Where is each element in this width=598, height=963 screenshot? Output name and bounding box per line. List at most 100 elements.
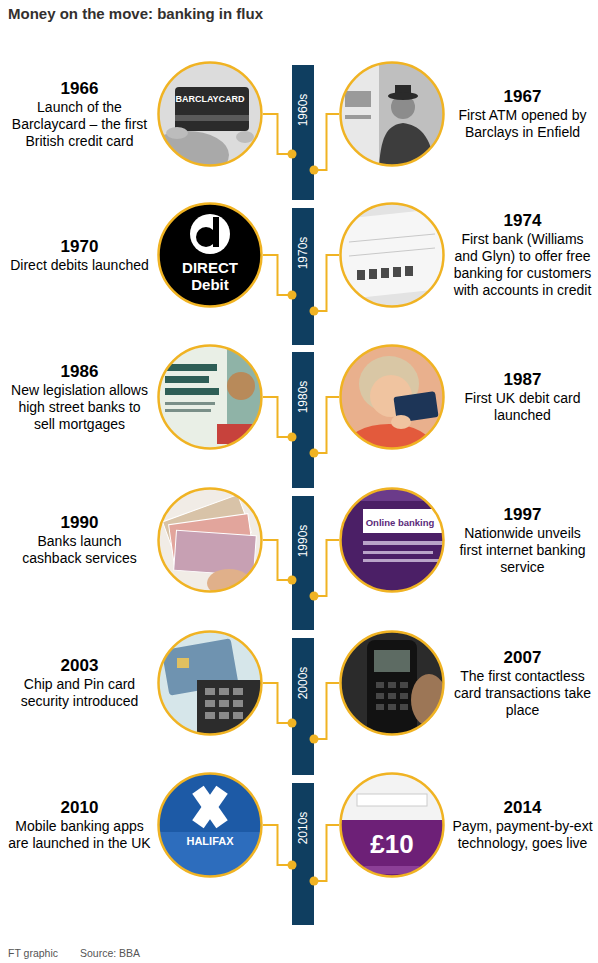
event-text: 1966Launch of the Barclaycard – the firs… [8, 79, 151, 150]
event-year: 1986 [8, 362, 151, 382]
event-description: New legislation allows high street banks… [8, 382, 151, 433]
photo-illustration [339, 772, 445, 878]
event-text: 2003Chip and Pin card security introduce… [8, 656, 151, 710]
photo-circle [339, 61, 445, 167]
photo-illustration [157, 61, 263, 167]
decade-band: 2010s [292, 783, 314, 925]
event-year: 1966 [8, 79, 151, 99]
label-holder: FT graphic [8, 943, 58, 961]
decade-band: 1960s [292, 65, 314, 200]
event-text: 1990Banks launch cashback services [8, 513, 151, 567]
decade-label: 1960s [296, 94, 310, 127]
connector-dot [288, 861, 297, 870]
event-text: 1986New legislation allows high street b… [8, 362, 151, 433]
decade-band: 1990s [292, 496, 314, 630]
leader-connector [263, 397, 292, 437]
timeline-event: 1967First ATM opened by Barclays in Enfi… [339, 61, 594, 167]
leader-connector [314, 114, 339, 170]
timeline-event: 1990Banks launch cashback services [8, 487, 263, 593]
photo-circle [339, 202, 445, 308]
credit-note: FT graphic [8, 947, 58, 959]
event-year: 1997 [451, 505, 594, 525]
connector-dot [310, 877, 319, 886]
photo-circle [339, 772, 445, 878]
timeline-event: 2007The first contactless card transacti… [339, 630, 594, 736]
photo-circle [157, 344, 263, 450]
leader-connector [314, 397, 339, 453]
timeline-event: 1966Launch of the Barclaycard – the firs… [8, 61, 263, 167]
timeline-event: 1997Nationwide unveils first internet ba… [339, 487, 594, 593]
title-holder: Money on the move: banking in flux [8, 5, 263, 23]
event-description: First ATM opened by Barclays in Enfield [451, 107, 594, 141]
decade-label: 1970s [296, 237, 310, 270]
leader-connector [263, 255, 292, 295]
photo-illustration [339, 61, 445, 167]
event-text: 1970Direct debits launched [8, 237, 151, 274]
event-year: 2014 [451, 798, 594, 818]
connector-dot [288, 150, 297, 159]
event-description: Nationwide unveils first internet bankin… [451, 525, 594, 576]
event-text: 1987First UK debit card launched [451, 370, 594, 424]
decade-band: 1970s [292, 208, 314, 345]
photo-illustration [157, 772, 263, 878]
timeline-event: 1986New legislation allows high street b… [8, 344, 263, 450]
event-description: First UK debit card launched [451, 390, 594, 424]
timeline-event: 2014Paym, payment-by-ext technology, goe… [339, 772, 594, 878]
label-holder: BARCLAYCARD [175, 88, 244, 106]
amount-text: £10 [370, 829, 413, 859]
event-text: 1967First ATM opened by Barclays in Enfi… [451, 87, 594, 141]
photo-circle [157, 772, 263, 878]
photo-illustration [157, 487, 263, 593]
event-year: 1967 [451, 87, 594, 107]
label-holder: Source: BBA [80, 943, 140, 961]
card-brand: BARCLAYCARD [175, 94, 244, 104]
logo-text: DIRECT [182, 259, 238, 276]
connector-dot [288, 433, 297, 442]
photo-illustration [339, 344, 445, 450]
event-year: 2003 [8, 656, 151, 676]
connector-dot [310, 592, 319, 601]
event-year: 1987 [451, 370, 594, 390]
connector-dot [310, 449, 319, 458]
label-holder: Online banking [366, 512, 435, 530]
decade-band: 1980s [292, 352, 314, 488]
label-holder: HALIFAX [186, 831, 233, 849]
photo-illustration [339, 630, 445, 736]
leader-connector [263, 540, 292, 580]
event-year: 1990 [8, 513, 151, 533]
event-text: 1997Nationwide unveils first internet ba… [451, 505, 594, 576]
label-holder: Debit [191, 276, 229, 294]
source-note: Source: BBA [80, 947, 140, 959]
event-text: 2014Paym, payment-by-ext technology, goe… [451, 798, 594, 852]
event-description: Banks launch cashback services [8, 533, 151, 567]
timeline-event: 2010Mobile banking apps are launched in … [8, 772, 263, 878]
event-description: Direct debits launched [8, 257, 151, 274]
event-year: 2007 [451, 648, 594, 668]
photo-illustration [157, 630, 263, 736]
leader-connector [314, 255, 339, 311]
leader-connector [314, 825, 339, 881]
decade-label: 1980s [296, 381, 310, 414]
leader-connector [263, 825, 292, 865]
photo-illustration [339, 202, 445, 308]
connector-dot [310, 735, 319, 744]
photo-circle [339, 487, 445, 593]
timeline-event: 1974First bank (Williams and Glyn) to of… [339, 202, 594, 308]
photo-circle [339, 630, 445, 736]
leader-connector [314, 683, 339, 739]
timeline-event: 1987First UK debit card launched [339, 344, 594, 450]
screen-text: Online banking [366, 517, 435, 528]
event-description: Mobile banking apps are launched in the … [8, 818, 151, 852]
event-text: 2010Mobile banking apps are launched in … [8, 798, 151, 852]
event-description: The first contactless card transactions … [451, 668, 594, 719]
decade-label: 1990s [296, 525, 310, 558]
leader-connector [263, 683, 292, 723]
photo-illustration [339, 487, 445, 593]
photo-circle [339, 344, 445, 450]
photo-illustration [157, 344, 263, 450]
event-year: 2010 [8, 798, 151, 818]
event-text: 1974First bank (Williams and Glyn) to of… [451, 211, 594, 299]
connector-dot [288, 719, 297, 728]
leader-connector [263, 114, 292, 154]
